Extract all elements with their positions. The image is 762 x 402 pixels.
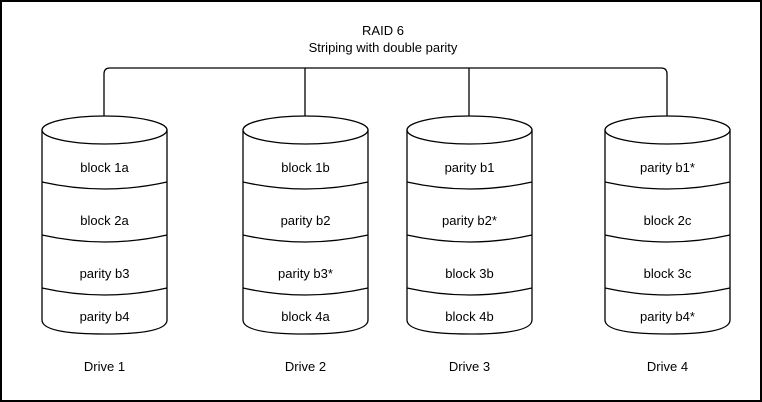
diagram-subtitle: Striping with double parity [308, 40, 458, 55]
block-label-d1-b3: parity b3 [79, 266, 130, 281]
block-label-d4-b1: parity b1* [640, 160, 695, 175]
drive-cylinder-3 [406, 115, 533, 335]
block-label-d2-b2: parity b2 [280, 213, 331, 228]
block-label-d4-b3: block 3c [643, 266, 692, 281]
block-label-d3-b4: block 4b [445, 309, 494, 324]
drive-cylinder-4 [604, 115, 731, 335]
block-label-d2-b3: parity b3* [278, 266, 333, 281]
block-label-d4-b2: block 2c [643, 213, 692, 228]
block-label-d3-b1: parity b1 [444, 160, 495, 175]
drive-caption-1: Drive 1 [83, 359, 126, 374]
block-label-d1-b1: block 1a [80, 160, 129, 175]
block-label-d2-b1: block 1b [281, 160, 330, 175]
block-label-d1-b2: block 2a [80, 213, 129, 228]
block-label-d1-b4: parity b4 [79, 309, 130, 324]
drive-cylinder-1 [41, 115, 168, 335]
bus-connector-icon [103, 67, 668, 129]
drive-caption-3: Drive 3 [448, 359, 491, 374]
block-label-d3-b2: parity b2* [442, 213, 497, 228]
drive-caption-4: Drive 4 [646, 359, 689, 374]
block-label-d3-b3: block 3b [445, 266, 494, 281]
drive-cylinder-2 [242, 115, 369, 335]
drive-caption-2: Drive 2 [284, 359, 327, 374]
diagram-title-block: RAID 6 Striping with double parity [2, 22, 760, 56]
block-label-d2-b4: block 4a [281, 309, 330, 324]
diagram-title: RAID 6 [362, 23, 404, 38]
block-label-d4-b4: parity b4* [640, 309, 695, 324]
